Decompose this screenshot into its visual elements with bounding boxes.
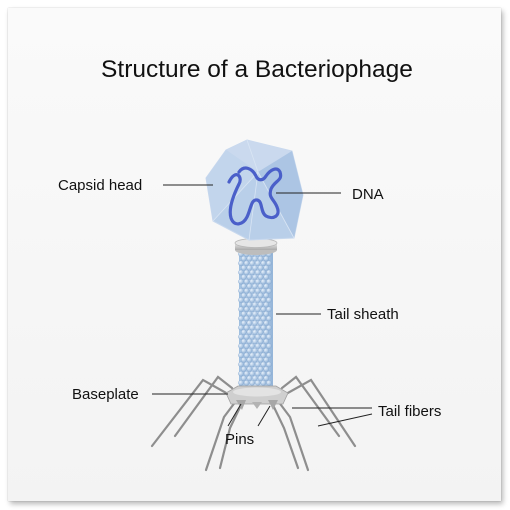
label-pins: Pins <box>225 431 254 448</box>
tail-sheath-shape <box>238 251 273 386</box>
pins-leader-left <box>227 403 242 427</box>
pins-leader-right <box>257 405 271 427</box>
tail-fibers <box>150 375 357 472</box>
neck-collar <box>234 238 278 255</box>
capsid-head-shape <box>205 139 304 241</box>
tail-fibers-leader-c <box>317 413 373 427</box>
label-tail-sheath: Tail sheath <box>327 306 399 323</box>
label-tail-fibers: Tail fibers <box>378 403 441 420</box>
dna-strand <box>227 166 283 226</box>
baseplate-shape <box>225 385 289 410</box>
diagram-title: Structure of a Bacteriophage <box>101 56 413 83</box>
label-dna: DNA <box>352 186 384 203</box>
label-capsid-head: Capsid head <box>58 177 142 194</box>
leader-lines <box>152 184 373 427</box>
label-baseplate: Baseplate <box>72 386 139 403</box>
